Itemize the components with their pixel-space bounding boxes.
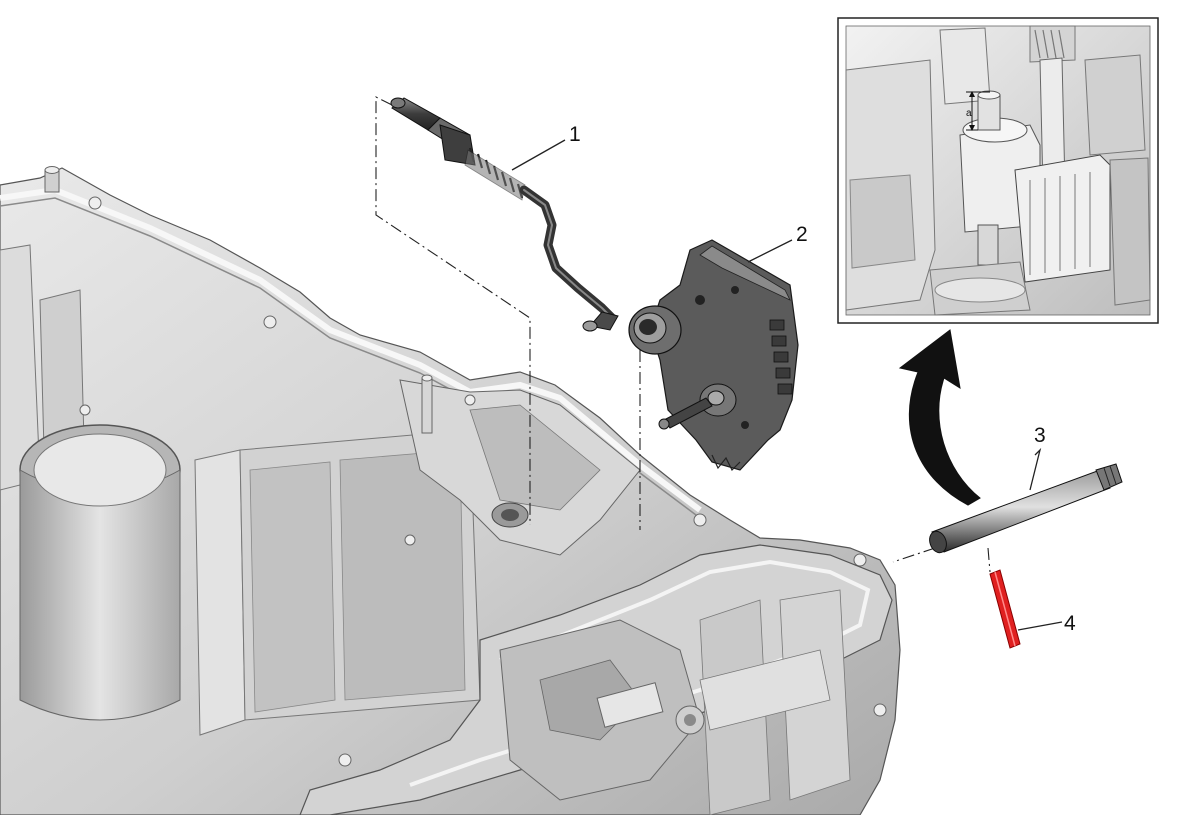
- leader-lines: [511, 139, 1063, 631]
- callout-2: 2: [796, 223, 808, 246]
- assembly-guide-lines: [375, 96, 991, 573]
- pin: [929, 463, 1123, 554]
- curved-arrow-icon: [898, 329, 981, 506]
- detail-inset: a: [837, 17, 1159, 324]
- roll-pin-red: [989, 569, 1021, 649]
- callout-3: 3: [1034, 424, 1046, 447]
- callout-1: 1: [569, 123, 581, 146]
- shift-shaft-rod: [390, 97, 619, 332]
- callout-4: 4: [1064, 612, 1076, 635]
- transmission-casing: [0, 166, 901, 815]
- dimension-a-label: a: [966, 108, 972, 119]
- position-switch: [628, 239, 799, 472]
